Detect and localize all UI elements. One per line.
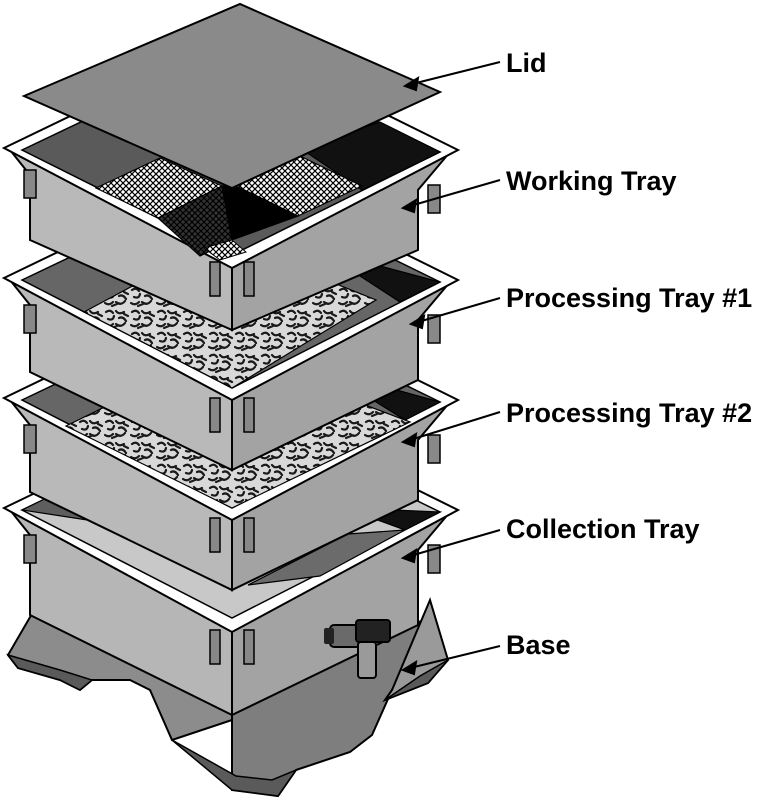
label-processing-tray-2: Processing Tray #2 bbox=[506, 398, 752, 428]
leader-collection-tray bbox=[409, 529, 501, 557]
leader-working-tray bbox=[409, 179, 501, 207]
spigot-icon bbox=[324, 619, 391, 679]
label-processing-tray-1: Processing Tray #1 bbox=[506, 283, 752, 313]
label-collection-tray: Collection Tray bbox=[506, 514, 700, 544]
label-lid: Lid bbox=[506, 48, 547, 78]
leader-lid bbox=[411, 61, 501, 85]
label-working-tray: Working Tray bbox=[506, 166, 677, 196]
leader-lines bbox=[400, 61, 501, 676]
leader-processing-tray-1 bbox=[417, 297, 501, 323]
leader-processing-tray-2 bbox=[409, 411, 501, 441]
lid bbox=[21, 2, 443, 190]
label-base: Base bbox=[506, 630, 571, 660]
leader-base bbox=[409, 645, 501, 669]
